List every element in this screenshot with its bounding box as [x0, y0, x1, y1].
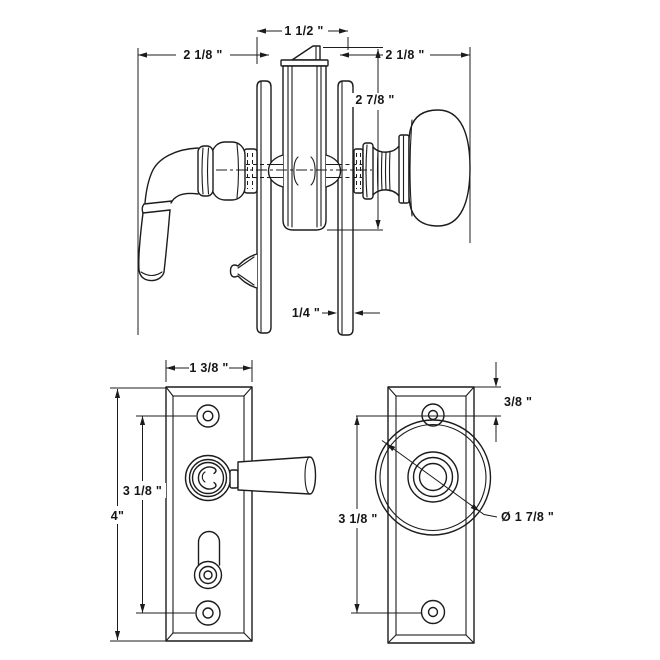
latch-slide-button-detail [237, 256, 255, 286]
spindle-hub-left [267, 154, 284, 188]
lever-spindle-socket-arc [201, 471, 206, 483]
lever-grip [138, 209, 171, 282]
lever-rose-collar [243, 148, 258, 194]
knob-flange-line [365, 144, 368, 198]
lever-ring-band-lines [201, 147, 210, 195]
latch-case-body [282, 65, 327, 231]
dim-case-width: 1 1/2 " [256, 24, 349, 64]
lever-front-collar [229, 469, 239, 489]
knob-rose-flange [362, 142, 374, 200]
lever-plate-outline [165, 386, 253, 642]
lever-grip-tip-rim [140, 271, 163, 277]
lever-plate-view: 1 3/8 " 4" 3 1/8 " [110, 360, 317, 642]
lever-plate-top-screw-hole-inner [202, 410, 214, 422]
dim-lever-projection: 2 1/8 " [137, 48, 269, 335]
side-view: 1 1/2 " 2 1/8 " 2 1/8 " 2 7/8 " [137, 24, 471, 336]
dim-label-lever-projection: 2 1/8 " [183, 48, 222, 62]
lever-bulge [211, 141, 246, 201]
lever-ring-band [197, 145, 214, 197]
latch-slide-button [229, 253, 258, 289]
dim-label-plate-thickness: 1/4 " [292, 306, 320, 320]
hub-hidden-lines [247, 153, 361, 189]
knob-rose-circle-outer [374, 419, 492, 536]
spindle-hub-right [325, 154, 342, 188]
dim-label-knob-projection: 2 1/8 " [385, 48, 424, 62]
dim-label-lever-screw-spacing: 3 1/8 " [123, 484, 162, 498]
knob-plate-bottom-screw-hole-inner [427, 606, 439, 618]
spindle-hole-arcs [293, 156, 316, 186]
latch-case-face-lines [287, 65, 322, 228]
door-knob [408, 109, 471, 227]
dim-plate-thickness: 1/4 " [292, 306, 380, 320]
lever-plate-bottom-screw-hole-inner [202, 607, 214, 619]
keyhole-cylinder-inner [203, 570, 213, 580]
lever-front-handle-rim [304, 456, 311, 495]
dim-label-knob-screw-spacing: 3 1/8 " [338, 512, 377, 526]
lever-plate-bevel [172, 395, 245, 634]
knob-hub-ring-mid [412, 456, 454, 498]
lever-front-handle [237, 456, 317, 495]
knob-hub-ring-inner [418, 462, 448, 492]
exterior-plate-edge [337, 80, 354, 336]
lever-bulge-band [236, 143, 240, 199]
interior-plate-edge [256, 80, 272, 334]
dim-label-case-height: 2 7/8 " [355, 93, 394, 107]
dim-knob-screw-spacing: 3 1/8 " [335, 416, 421, 614]
dim-lever-plate-height: 4" [110, 387, 166, 642]
latch-case-flange [280, 59, 329, 67]
dim-lever-screw-spacing: 3 1/8 " [119, 415, 196, 614]
knob-rose-collar [353, 148, 364, 194]
dim-label-lever-plate-height: 4" [111, 509, 124, 523]
dim-knob-projection: 2 1/8 " [340, 47, 471, 243]
dim-knob-screw-offset: 3/8 " [356, 362, 532, 442]
dim-label-case-width: 1 1/2 " [284, 24, 323, 38]
door-knob-face-rim [409, 119, 413, 217]
dim-lever-plate-width: 1 3/8 " [165, 360, 253, 382]
dim-case-height: 2 7/8 " [323, 47, 399, 231]
keyhole-slot [197, 530, 221, 566]
dim-label-lever-plate-width: 1 3/8 " [189, 361, 228, 375]
knob-plate-view: 3/8 " 3 1/8 " Ø 1 7/8 " [335, 362, 554, 644]
knob-rose-circle-inner [379, 423, 487, 532]
knob-neck-rings [376, 149, 391, 193]
knob-plate-miters [387, 386, 475, 644]
dim-label-rose-diameter: Ø 1 7/8 " [501, 510, 554, 524]
lever-grip-band [141, 200, 173, 214]
lever-spindle-socket [197, 466, 217, 490]
knob-hub-ring-outer [407, 451, 459, 503]
knob-plate-top-screw-hole-inner [427, 409, 439, 421]
lever-plate-miters [165, 386, 253, 642]
lever-elbow [144, 147, 199, 204]
dim-label-knob-screw-offset: 3/8 " [504, 395, 532, 409]
dim-rose-diameter: Ø 1 7/8 " [381, 440, 554, 524]
spindle-visible-edges [270, 163, 340, 179]
